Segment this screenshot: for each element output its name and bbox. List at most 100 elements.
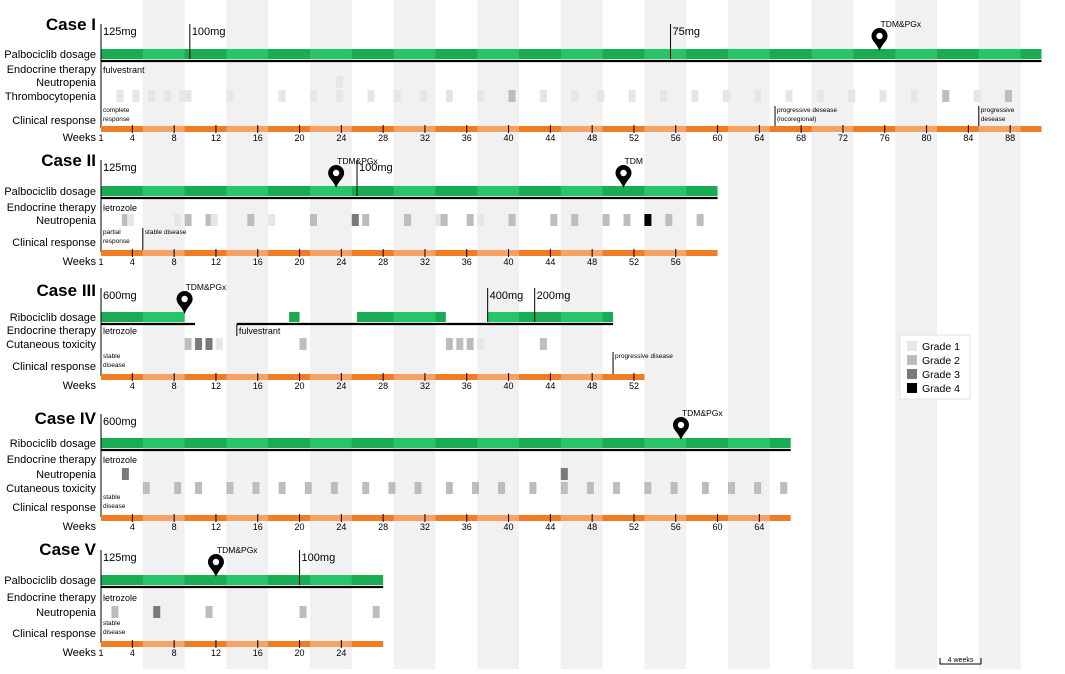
toxicity-event	[247, 214, 255, 226]
week-tick-label: 52	[629, 133, 639, 143]
dose-change-label: 100mg	[192, 26, 226, 38]
endocrine-row-label: Endocrine therapy	[7, 325, 97, 337]
week-band	[644, 0, 687, 669]
toxicity-event	[174, 214, 182, 226]
toxicity-event	[560, 468, 568, 480]
toxicity-event	[372, 606, 380, 618]
weeks-row-label: Weeks	[63, 647, 97, 659]
dose-change-label: 100mg	[302, 552, 336, 564]
endocrine-row-label: Endocrine therapy	[7, 64, 97, 76]
toxicity-event	[571, 214, 579, 226]
response-label: progressive desease	[777, 107, 837, 114]
toxicity-event	[785, 90, 793, 102]
week-tick-label: 60	[713, 522, 723, 532]
tdm-marker-pin-icon	[615, 165, 632, 188]
weeks-bar-shade	[393, 250, 436, 256]
toxicity-event	[195, 338, 203, 350]
dose-change-label: 75mg	[673, 26, 701, 38]
week-tick-label: 20	[295, 648, 305, 658]
week-tick-label: 40	[504, 522, 514, 532]
weeks-bar-shade	[728, 126, 770, 132]
dose-row-label: Palbociclib dosage	[4, 186, 96, 198]
week-tick-label: 32	[420, 257, 430, 267]
week-tick-label: 20	[295, 381, 305, 391]
toxicity-event	[550, 214, 558, 226]
toxicity-event	[215, 338, 223, 350]
weeks-bar-shade	[895, 126, 937, 132]
dose-change-label: 600mg	[103, 416, 137, 428]
weeks-bar	[101, 515, 791, 521]
response-label: stable	[103, 494, 121, 501]
tdm-marker-pin-icon	[328, 165, 345, 188]
toxicity-event	[226, 482, 234, 494]
week-tick-label: 88	[1005, 133, 1015, 143]
week-tick-label: 56	[671, 133, 681, 143]
toxicity-event	[205, 338, 213, 350]
dose-bar-shade	[644, 438, 687, 448]
toxicity-event	[508, 90, 516, 102]
week-tick-label: 36	[462, 257, 472, 267]
pin-shape	[176, 291, 193, 314]
week-tick-label: 12	[211, 381, 221, 391]
endocrine-drug-label: letrozole	[103, 326, 137, 336]
weeks-row-label: Weeks	[63, 521, 97, 533]
dose-change-label: 125mg	[103, 26, 137, 38]
toxicity-event	[628, 90, 636, 102]
dose-bar-shade	[310, 49, 352, 59]
dose-bar-shade	[895, 49, 937, 59]
week-tick-label: 4	[130, 133, 135, 143]
week-band	[477, 0, 519, 669]
week-tick-label: 36	[462, 133, 472, 143]
toxicity-event	[879, 90, 887, 102]
case-title: Case IV	[35, 409, 97, 428]
dose-bar-shade	[226, 438, 269, 448]
pin-shape	[207, 554, 224, 577]
toxicity-event	[623, 214, 631, 226]
weeks-bar-shade	[142, 250, 185, 256]
response-label: desease	[981, 116, 1006, 123]
week-tick-label: 44	[545, 257, 555, 267]
weeks-bar-shade	[393, 515, 436, 521]
response-label: response	[103, 238, 130, 245]
legend-label: Grade 2	[922, 355, 960, 367]
pin-shape	[615, 165, 632, 188]
tdm-marker-pin-icon	[176, 291, 193, 314]
toxicity-event	[973, 90, 981, 102]
dose-bar-shade	[393, 438, 436, 448]
case-title: Case V	[39, 540, 96, 559]
dose-bar-shade	[487, 312, 519, 322]
toxicity-event	[539, 90, 547, 102]
dose-bar-shade	[393, 312, 436, 322]
scale-bar-label: 4 weeks	[948, 657, 974, 664]
toxicity-row-label: Neutropenia	[36, 607, 97, 619]
week-tick-label: 56	[671, 257, 681, 267]
weeks-bar-shade	[811, 126, 854, 132]
legend-swatch	[907, 355, 917, 365]
response-label: complete	[103, 107, 130, 114]
response-row-label: Clinical response	[12, 502, 96, 514]
response-label: disease	[103, 503, 126, 510]
toxicity-event	[153, 606, 161, 618]
toxicity-event	[780, 482, 788, 494]
toxicity-event	[163, 90, 171, 102]
dose-bar-shade	[560, 49, 603, 59]
response-label: stable	[103, 620, 121, 627]
toxicity-event	[414, 482, 422, 494]
weeks-bar-shade	[226, 515, 269, 521]
endocrine-drug-label: fulvestrant	[103, 65, 145, 75]
toxicity-event	[174, 482, 182, 494]
toxicity-event	[456, 338, 464, 350]
dose-bar-shade	[142, 312, 185, 322]
week-tick-label: 56	[671, 522, 681, 532]
week-band	[978, 0, 1021, 669]
dose-bar-shade	[477, 186, 519, 196]
week-tick-label: 28	[378, 257, 388, 267]
dose-bar-shade	[978, 49, 1021, 59]
toxicity-event	[440, 214, 448, 226]
toxicity-event	[445, 482, 453, 494]
toxicity-event	[304, 482, 312, 494]
